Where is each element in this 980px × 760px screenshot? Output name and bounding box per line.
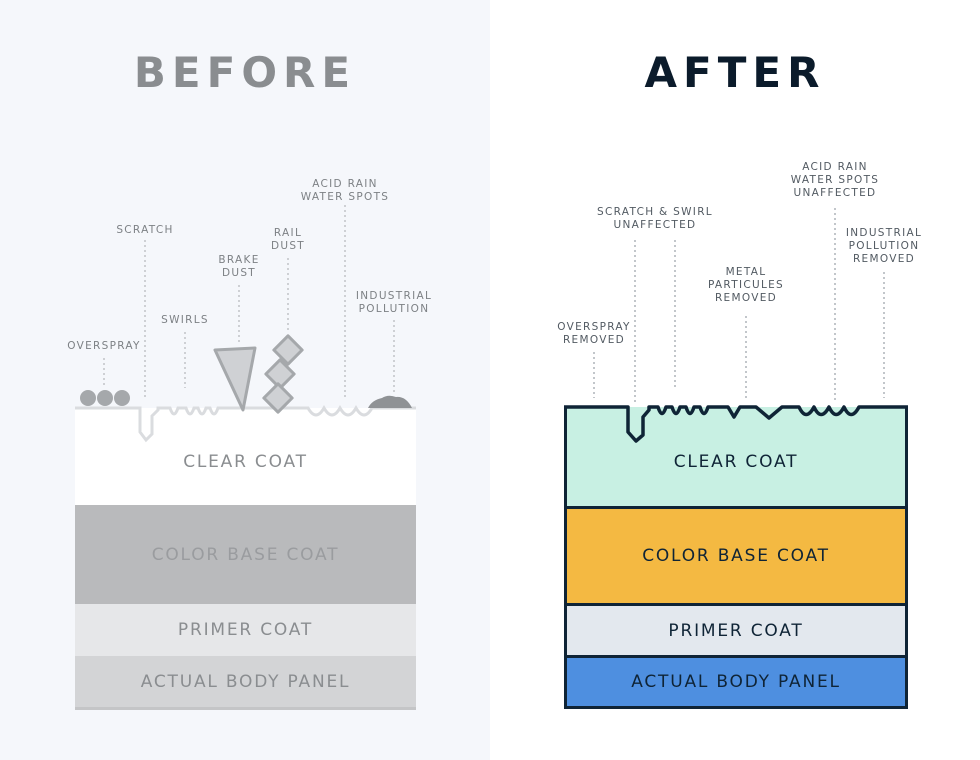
before-industrial-pollution-label: INDUSTRIAL POLLUTION xyxy=(355,290,433,315)
after-clear-coat-layer: CLEAR COAT xyxy=(564,407,908,506)
before-heading: BEFORE xyxy=(133,48,357,97)
industrial-pollution-mound xyxy=(368,395,412,408)
after-metal-particules-label: METAL PARTICULES REMOVED xyxy=(707,266,785,304)
before-color-base-coat-layer: COLOR BASE COAT xyxy=(75,505,416,604)
after-industrial-pollution-label: INDUSTRIAL POLLUTION REMOVED xyxy=(845,227,923,265)
before-color-base-coat-label: COLOR BASE COAT xyxy=(151,544,340,565)
after-leader-lines xyxy=(593,208,885,402)
before-acid-rain-label: ACID RAIN WATER SPOTS xyxy=(300,178,390,203)
before-leader-lines xyxy=(103,205,395,400)
before-clear-coat-label: CLEAR COAT xyxy=(183,452,308,472)
before-rail-dust-label: RAIL DUST xyxy=(270,227,306,252)
after-primer-coat-label: PRIMER COAT xyxy=(668,620,804,641)
after-body-panel-label: ACTUAL BODY PANEL xyxy=(631,672,841,692)
before-scratch-label: SCRATCH xyxy=(116,224,174,236)
before-overspray-label: OVERSPRAY xyxy=(67,340,141,352)
after-clear-coat-label: CLEAR COAT xyxy=(673,452,799,472)
before-primer-coat-layer: PRIMER COAT xyxy=(75,604,416,656)
before-primer-coat-label: PRIMER COAT xyxy=(177,620,314,640)
before-brake-dust-label: BRAKE DUST xyxy=(218,254,260,279)
after-scratch-swirl-label: SCRATCH & SWIRL UNAFFECTED xyxy=(597,206,713,231)
before-surface-line xyxy=(75,404,416,443)
before-swirls-label: SWIRLS xyxy=(161,314,209,326)
before-clear-coat-layer: CLEAR COAT xyxy=(75,408,416,505)
after-acid-rain-label: ACID RAIN WATER SPOTS UNAFFECTED xyxy=(790,161,880,199)
after-primer-coat-layer: PRIMER COAT xyxy=(564,603,908,655)
rail-dust-particles xyxy=(262,334,304,414)
after-body-panel-layer: ACTUAL BODY PANEL xyxy=(564,655,908,709)
before-body-panel-layer: ACTUAL BODY PANEL xyxy=(75,656,416,710)
after-color-base-coat-layer: COLOR BASE COAT xyxy=(564,506,908,603)
overspray-particles xyxy=(80,390,130,406)
before-body-panel-label: ACTUAL BODY PANEL xyxy=(140,671,351,692)
after-heading: AFTER xyxy=(644,48,826,97)
brake-dust-shard xyxy=(213,346,257,412)
after-overspray-label: OVERSPRAY REMOVED xyxy=(557,321,631,346)
after-surface-line xyxy=(564,405,908,443)
after-color-base-coat-label: COLOR BASE COAT xyxy=(642,546,830,566)
